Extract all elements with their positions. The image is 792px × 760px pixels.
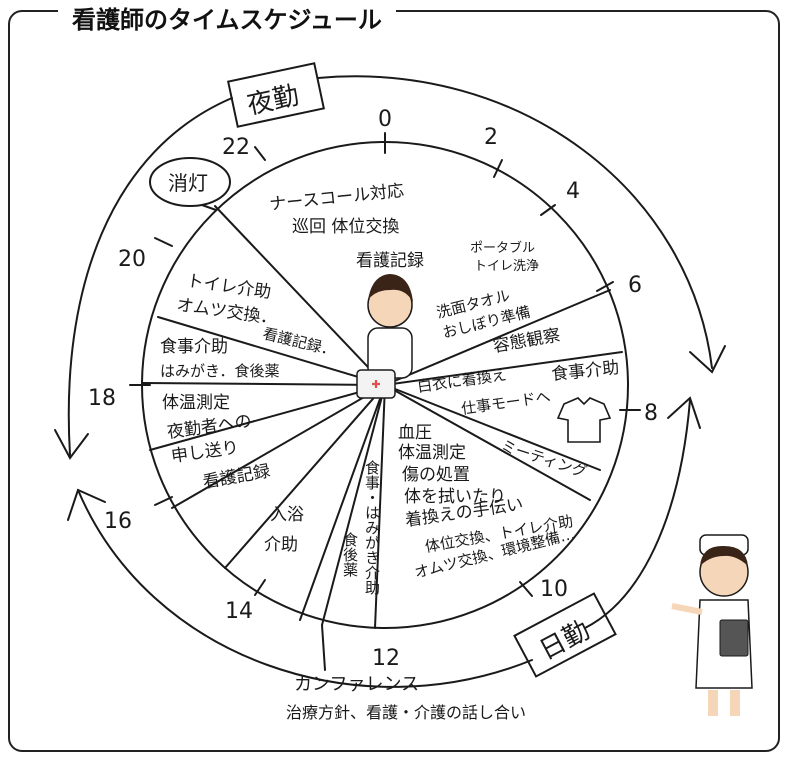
day-shift-label: 日勤 [535, 615, 595, 666]
spoke [149, 384, 386, 451]
spoke [384, 384, 591, 501]
task-temp: 体温測定 [162, 393, 230, 413]
night-shift-arc-right [317, 75, 713, 369]
task-rounds: 巡回 体位交換 [292, 217, 399, 237]
shirt-icon [556, 397, 612, 443]
hour-label-8: 8 [644, 401, 658, 426]
spoke [224, 384, 386, 569]
spoke [384, 289, 611, 386]
task-portable-toilet-1: ポータブル [470, 240, 535, 256]
hour-label-4: 4 [566, 179, 580, 204]
task-care-2: 体温測定 [398, 443, 466, 463]
spoke [171, 384, 386, 509]
spoke [299, 384, 386, 621]
task-dinner-1: 食事介助 [160, 337, 228, 357]
task-care-3: 傷の処置 [402, 465, 470, 485]
spoke [142, 382, 386, 386]
task-lunch-2: 食後薬 [341, 532, 359, 577]
task-observation: 容態観察 [491, 325, 561, 357]
spoke [384, 384, 601, 471]
task-bath-1: 入浴 [270, 505, 304, 525]
task-change-clothes: 白衣に着換え [416, 366, 508, 396]
hour-label-10: 10 [540, 577, 568, 602]
lights-out-badge [149, 157, 231, 207]
spoke [157, 316, 386, 386]
task-nurse-call: ナースコール対応 [268, 181, 405, 215]
task-breakfast: 食事介助 [550, 358, 620, 385]
spoke [384, 351, 623, 386]
task-care-1: 血圧 [398, 423, 432, 443]
nurse-illustration [356, 274, 413, 399]
hour-label-2: 2 [484, 125, 498, 150]
hour-label-14: 14 [225, 599, 253, 624]
task-portable-toilet-2: トイレ洗浄 [474, 259, 539, 274]
night-shift-arc-left [67, 97, 233, 456]
task-handover-1: 夜勤者への [166, 411, 253, 443]
hour-label-16: 16 [104, 509, 132, 534]
day-shift-arc-left [77, 489, 533, 688]
lights-out-label: 消灯 [168, 171, 208, 195]
spoke [374, 384, 386, 629]
task-records-night: 看護記録 [356, 251, 424, 271]
spoke [321, 384, 386, 626]
hour-label-22: 22 [222, 135, 250, 160]
conference-detail: 治療方針、看護・介護の話し合い [286, 703, 526, 722]
task-records-day: 看護記録 [201, 461, 271, 493]
conference-title: カンファレンス [294, 674, 419, 695]
spoke [214, 205, 386, 386]
task-work-mode: 仕事モードへ [460, 388, 552, 418]
hour-label-18: 18 [88, 386, 116, 411]
task-care-4: 体を拭いたり [404, 487, 506, 507]
hour-label-6: 6 [628, 273, 642, 298]
schedule-frame: 看護師のタイムスケジュール [8, 8, 780, 752]
hour-label-20: 20 [118, 247, 146, 272]
page-title: 看護師のタイムスケジュール [58, 8, 396, 32]
task-dinner-2: はみがき．食後薬 [160, 362, 280, 380]
task-lunch-1: 食事・はみがき介助 [363, 460, 381, 596]
night-shift-badge [226, 62, 326, 128]
nurse-pointing-illustration [671, 534, 753, 716]
day-shift-badge [513, 592, 617, 678]
hour-label-12: 12 [372, 646, 400, 671]
hour-label-0: 0 [378, 107, 392, 132]
task-bath-2: 介助 [264, 535, 298, 555]
task-evening-3: 看護記録． [261, 324, 338, 360]
